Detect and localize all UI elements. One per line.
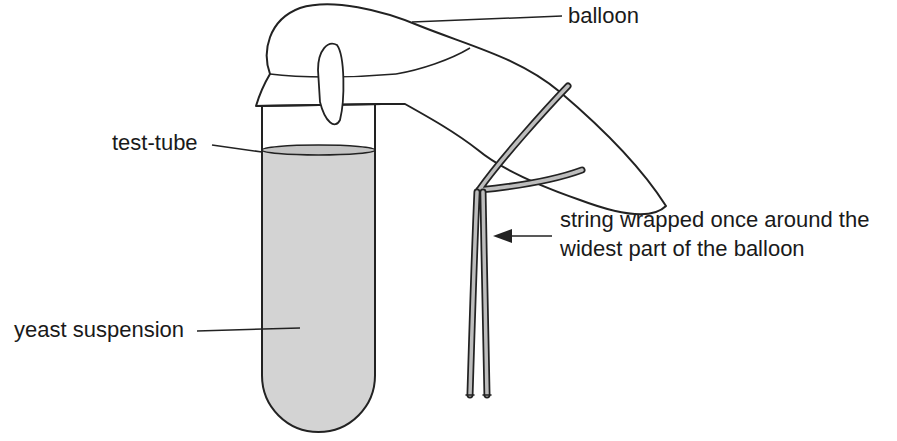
- balloon-crease: [396, 48, 470, 74]
- yeast-liquid: [262, 148, 375, 432]
- part-label: string wrapped once around the widest pa…: [560, 206, 890, 263]
- part-label: balloon: [568, 2, 639, 31]
- test-tube-outline: [262, 100, 375, 432]
- balloon-fold: [318, 44, 343, 125]
- liquid-surface: [262, 145, 375, 155]
- balloon-rim: [256, 104, 382, 106]
- leader-lines: [197, 16, 562, 331]
- part-label: yeast suspension: [14, 316, 184, 345]
- balloon-outline: [256, 4, 666, 214]
- leader-arrowhead: [493, 229, 512, 243]
- part-label: test-tube: [112, 129, 198, 158]
